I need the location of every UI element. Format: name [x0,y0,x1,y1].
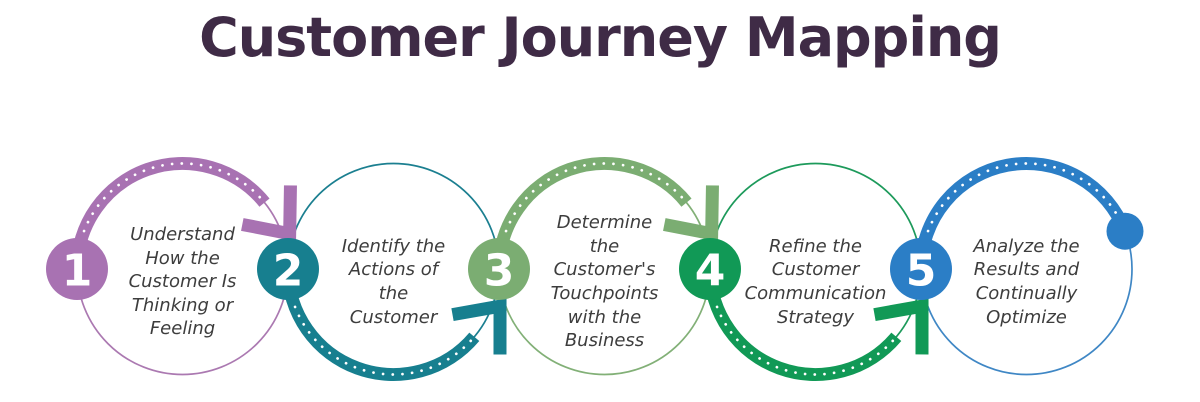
step-2-flow-arc [281,268,507,381]
step-3-badge [468,238,530,300]
step-5-end-dot [1106,212,1144,250]
step-5-dot-pattern [919,162,1127,271]
step-4-flow-arc [703,268,929,381]
step-2-number: 2 [273,246,304,297]
page-title: Customer Journey Mapping [199,6,1002,69]
step-3-number: 3 [484,246,515,297]
step-1-badge [46,238,108,300]
step-2-badge [257,238,319,300]
step-3-dot-pattern [497,162,688,271]
step-5-badge [890,238,952,300]
step-4-number: 4 [695,246,726,297]
step-5-flow-arc [914,157,1132,270]
step-1-number: 1 [62,246,93,297]
journey-diagram: 1 2 3 4 5 [46,157,1144,381]
step-1-dot-pattern [75,162,266,271]
step-4-badge [679,238,741,300]
step-5-number: 5 [906,246,937,297]
